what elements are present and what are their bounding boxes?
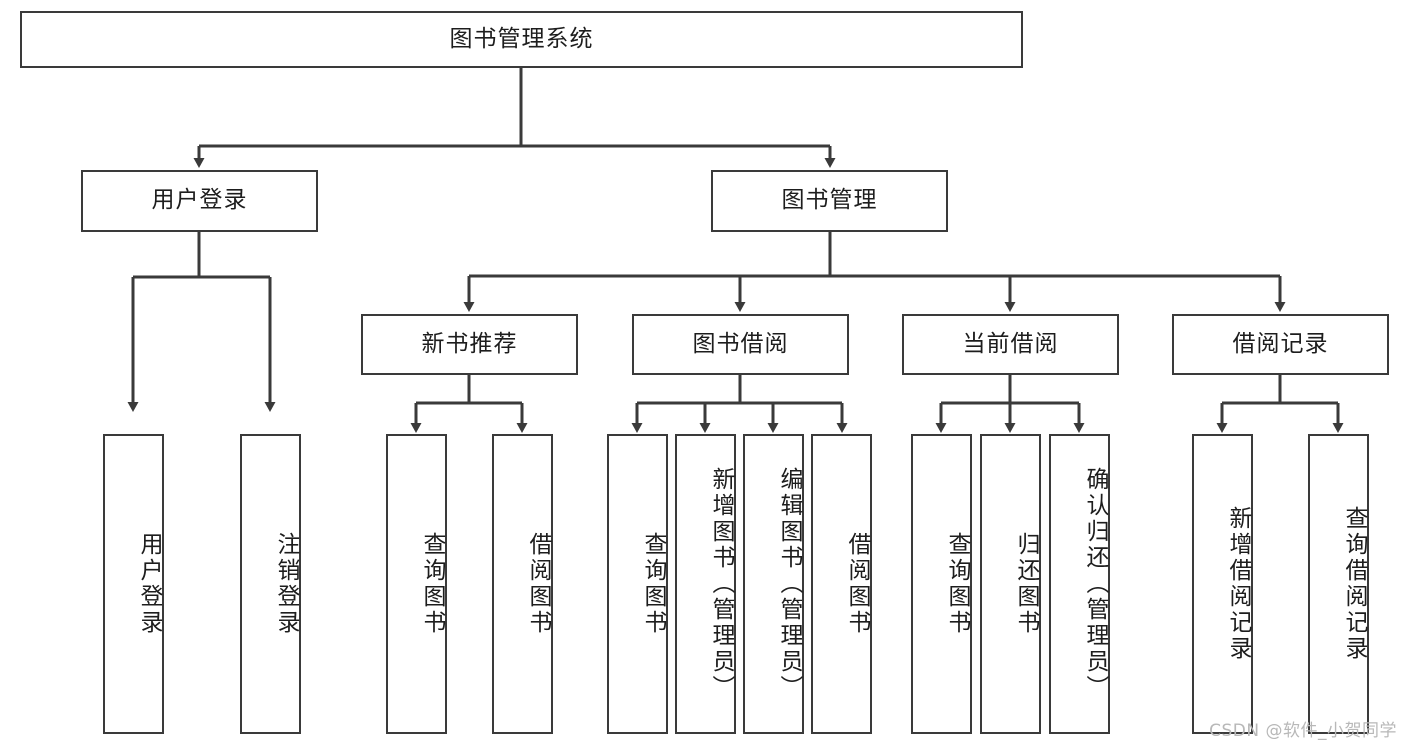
leaf-logout-login[interactable]: 注销登录 — [240, 434, 301, 734]
leaf-query-book-3[interactable]: 查询图书 — [911, 434, 972, 734]
leaf-edit-book[interactable]: 编辑图书（管理员） — [743, 434, 804, 734]
leaf-add-record[interactable]: 新增借阅记录 — [1192, 434, 1253, 734]
leaf-query-book-2[interactable]: 查询图书 — [607, 434, 668, 734]
leaf-confirm-return[interactable]: 确认归还（管理员） — [1049, 434, 1110, 734]
node-new-book-recommend[interactable]: 新书推荐 — [361, 314, 578, 375]
leaf-query-book-1[interactable]: 查询图书 — [386, 434, 447, 734]
node-book-management-system[interactable]: 图书管理系统 — [20, 11, 1023, 68]
leaf-user-login[interactable]: 用户登录 — [103, 434, 164, 734]
node-user-login[interactable]: 用户登录 — [81, 170, 318, 232]
node-book-management[interactable]: 图书管理 — [711, 170, 948, 232]
leaf-return-book[interactable]: 归还图书 — [980, 434, 1041, 734]
leaf-borrow-book-1[interactable]: 借阅图书 — [492, 434, 553, 734]
leaf-query-record[interactable]: 查询借阅记录 — [1308, 434, 1369, 734]
leaf-borrow-book-2[interactable]: 借阅图书 — [811, 434, 872, 734]
leaf-add-book[interactable]: 新增图书（管理员） — [675, 434, 736, 734]
csdn-watermark: CSDN @软件_小贺同学 — [1209, 721, 1397, 741]
node-book-borrow[interactable]: 图书借阅 — [632, 314, 849, 375]
node-current-borrow[interactable]: 当前借阅 — [902, 314, 1119, 375]
node-borrow-record[interactable]: 借阅记录 — [1172, 314, 1389, 375]
